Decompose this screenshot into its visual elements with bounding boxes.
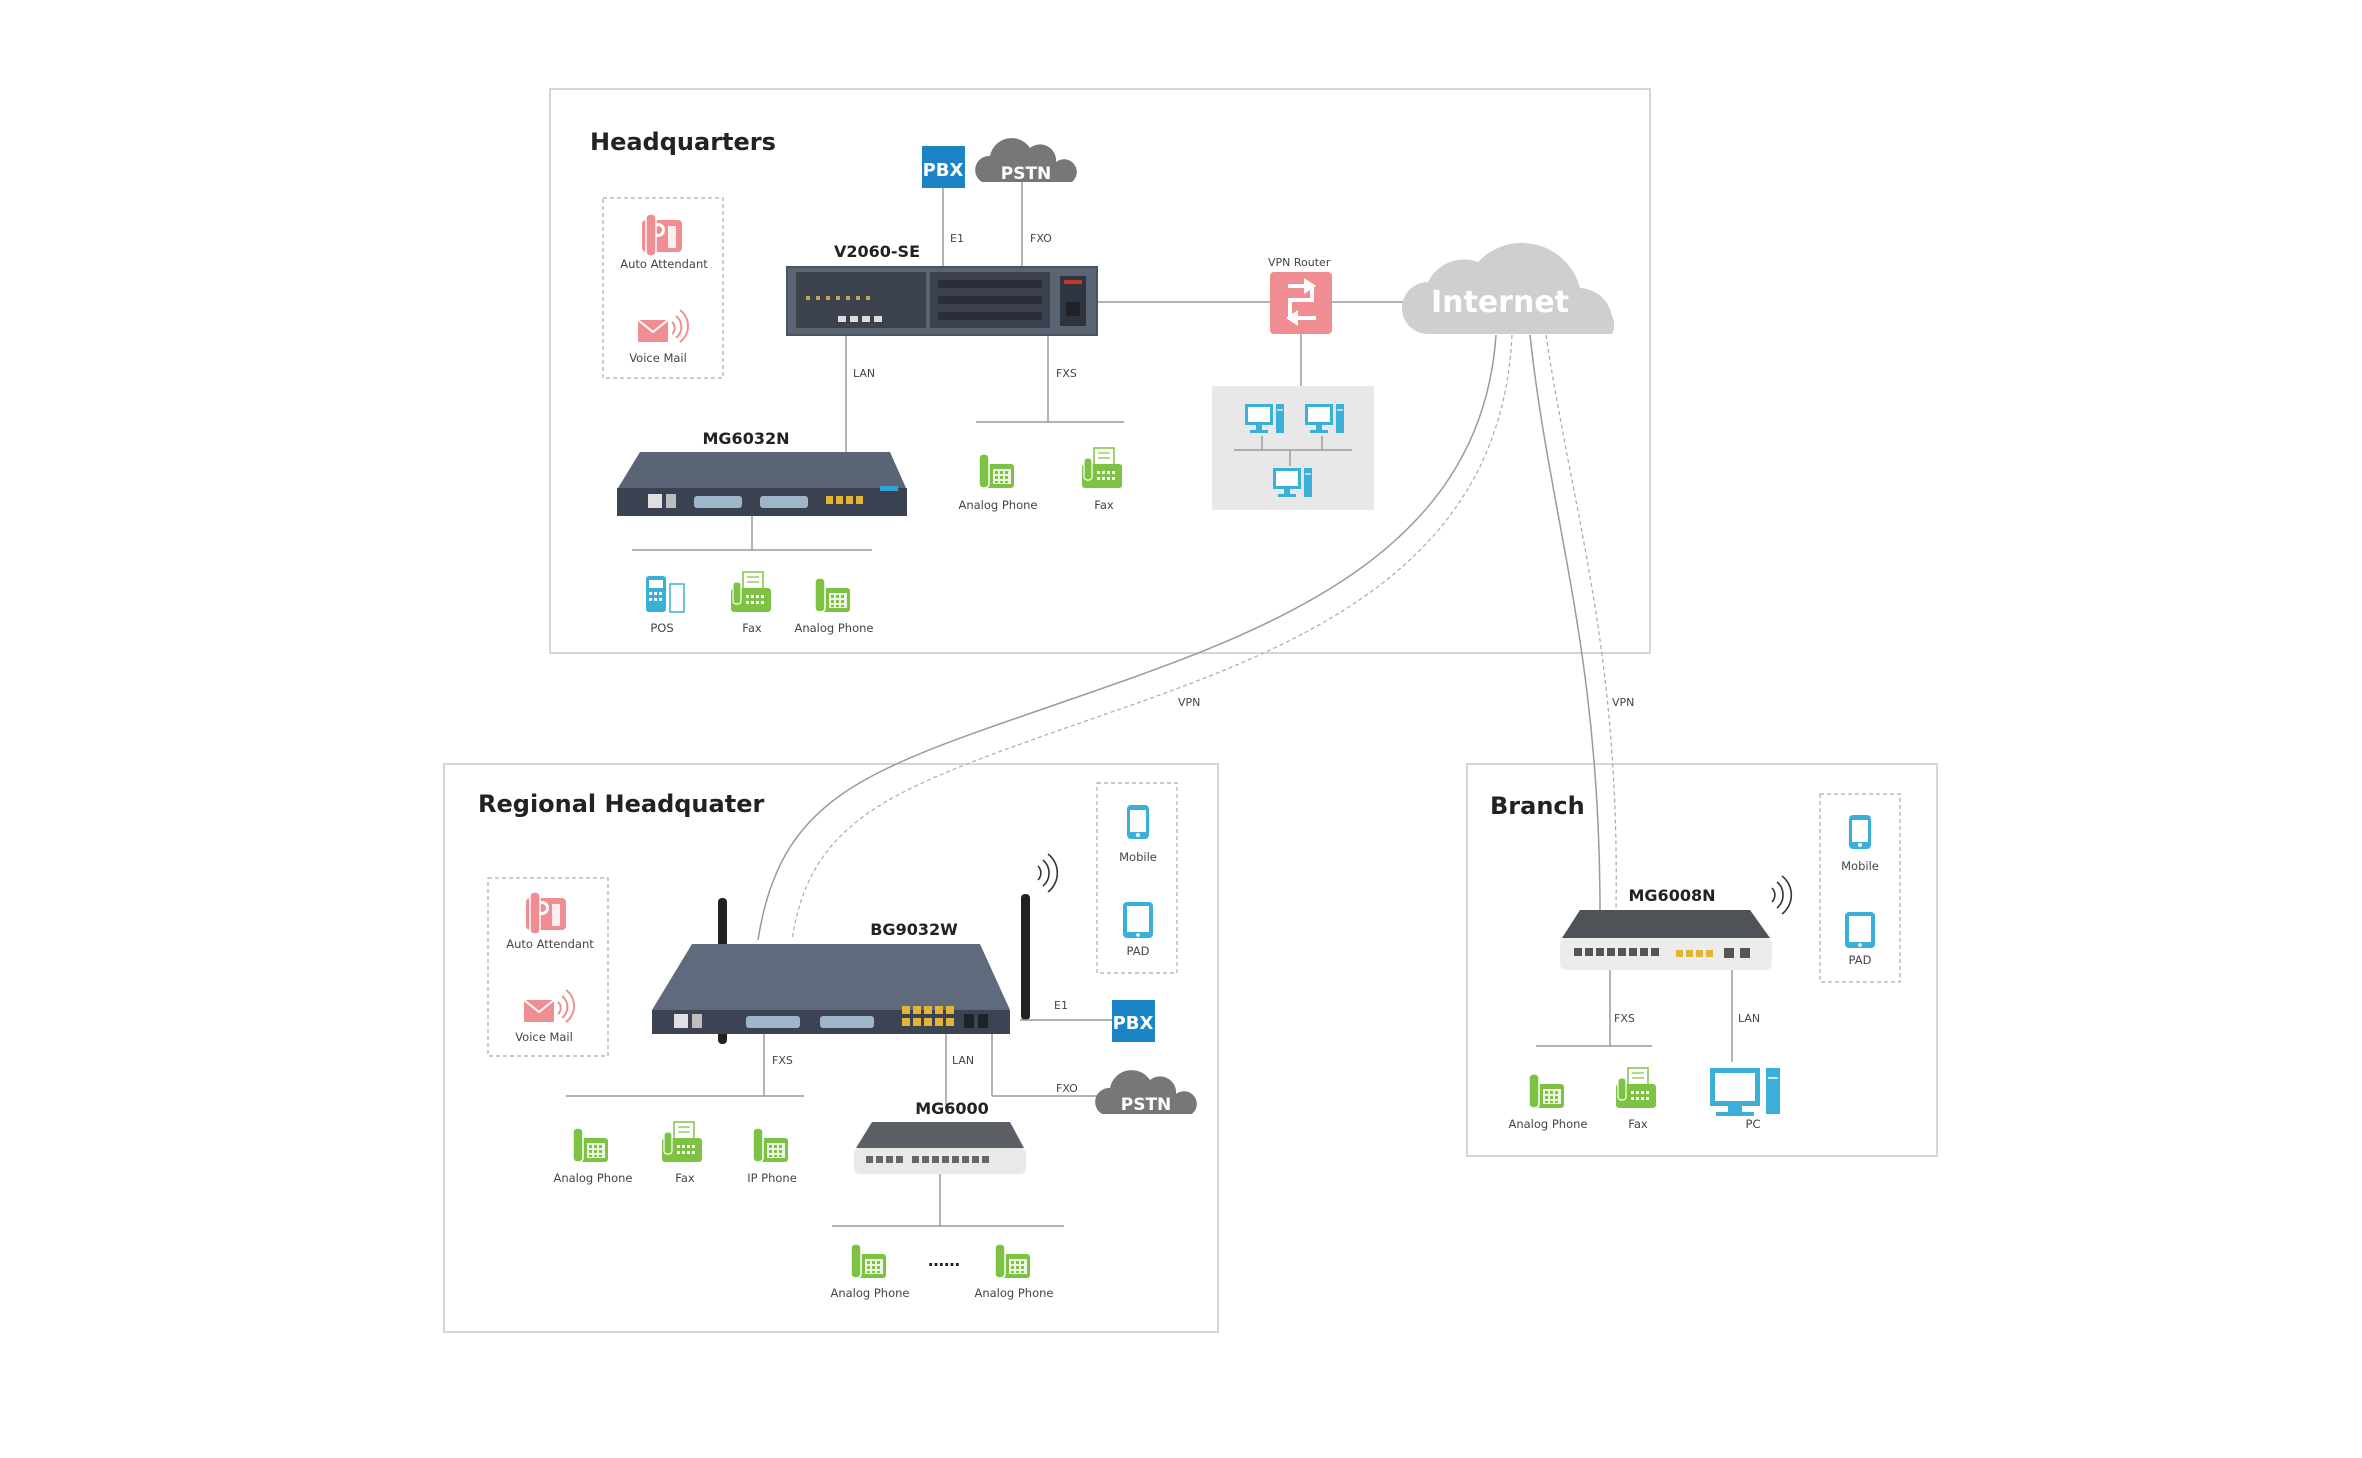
hq-analog-phone2-label: Analog Phone — [794, 621, 873, 635]
mg6000-device — [854, 1122, 1026, 1174]
branch-pc-label: PC — [1746, 1117, 1761, 1131]
pbx-label: PBX — [923, 160, 964, 181]
v2060-se-label: V2060-SE — [834, 242, 920, 261]
hq-analog-phone-icon — [978, 453, 1015, 489]
regional-fax-icon — [661, 1121, 703, 1163]
regional-voice-mail-label: Voice Mail — [515, 1030, 573, 1044]
vpn-label-left: VPN — [1178, 696, 1200, 709]
regional-pad-icon — [1123, 902, 1153, 938]
regional-auto-attendant-icon — [525, 891, 567, 935]
mg6000-label: MG6000 — [915, 1099, 989, 1118]
hq-lan-label: LAN — [853, 367, 875, 380]
hq-fax2-label: Fax — [742, 621, 762, 635]
branch-fax-label: Fax — [1628, 1117, 1648, 1131]
branch-lan-label: LAN — [1738, 1012, 1760, 1025]
headquarters-title: Headquarters — [590, 128, 776, 156]
regional-pbx-label: PBX — [1113, 1013, 1154, 1034]
hq-voice-mail-icon — [637, 309, 689, 343]
branch-title: Branch — [1490, 792, 1585, 820]
regional-analog-phone-label: Analog Phone — [553, 1171, 632, 1185]
branch-analog-phone-label: Analog Phone — [1508, 1117, 1587, 1131]
vpn-router-icon — [1270, 272, 1332, 334]
regional-auto-attendant-label: Auto Attendant — [506, 937, 594, 951]
regional-pad-label: PAD — [1127, 944, 1150, 958]
hq-analog-phone2-icon — [814, 577, 851, 613]
mg6032n-label: MG6032N — [703, 429, 790, 448]
vpn-router-label: VPN Router — [1268, 256, 1331, 269]
regional-wifi-icon — [1037, 853, 1059, 893]
vpn-tunnel-branch — [1545, 334, 1617, 911]
regional-mobile-label: Mobile — [1119, 850, 1157, 864]
pos-icon — [646, 576, 685, 613]
mg6008n-device — [1560, 910, 1772, 970]
pos-label: POS — [650, 621, 673, 635]
internet-cloud-icon — [1402, 242, 1615, 334]
hq-pc-lan-panel — [1212, 386, 1374, 510]
mg6000-analog-phone-b-label: Analog Phone — [974, 1286, 1053, 1300]
hq-analog-phone-label: Analog Phone — [958, 498, 1037, 512]
branch-analog-phone-icon — [1528, 1073, 1565, 1109]
regional-voice-mail-icon — [523, 989, 575, 1023]
branch-fax-icon — [1615, 1067, 1657, 1109]
hq-fax-label: Fax — [1094, 498, 1114, 512]
mg6000-analog-phone-a-label: Analog Phone — [830, 1286, 909, 1300]
regional-frame — [443, 763, 1219, 1333]
branch-pad-icon — [1845, 912, 1875, 948]
mg6008n-label: MG6008N — [1629, 886, 1716, 905]
v2060-se-device — [786, 266, 1098, 336]
branch-wireless-box — [1819, 793, 1901, 983]
regional-mobile-icon — [1127, 805, 1149, 839]
regional-pstn-label: PSTN — [1121, 1095, 1172, 1115]
hq-features-box — [602, 197, 724, 379]
hq-auto-attendant-label: Auto Attendant — [620, 257, 708, 271]
bg9032w-label: BG9032W — [870, 920, 958, 939]
branch-mobile-icon — [1849, 815, 1871, 849]
regional-title: Regional Headquater — [478, 790, 764, 818]
mg6032n-device — [617, 452, 907, 516]
branch-wifi-icon — [1771, 875, 1793, 915]
headquarters-frame — [549, 88, 1651, 654]
hq-fax-icon — [1081, 447, 1123, 489]
regional-fxo-label: FXO — [1056, 1082, 1078, 1095]
regional-fax-label: Fax — [675, 1171, 695, 1185]
internet-label: Internet — [1431, 285, 1569, 320]
hq-fax2-icon — [730, 571, 772, 613]
regional-pbx-icon — [1112, 1000, 1155, 1042]
pstn-label: PSTN — [1001, 164, 1052, 184]
branch-frame — [1466, 763, 1938, 1157]
regional-ip-phone-label: IP Phone — [747, 1171, 797, 1185]
mg6000-ellipsis: …… — [928, 1251, 960, 1270]
branch-mobile-label: Mobile — [1841, 859, 1879, 873]
vpn-label-right: VPN — [1612, 696, 1634, 709]
branch-fxs-label: FXS — [1614, 1012, 1635, 1025]
hq-auto-attendant-icon — [641, 213, 683, 257]
bg9032w-device — [652, 894, 1030, 1044]
pstn-cloud-icon — [975, 138, 1077, 182]
e1-label: E1 — [950, 232, 964, 245]
regional-features-box — [487, 877, 609, 1057]
vpn-tunnel-regional — [791, 334, 1513, 941]
hq-voice-mail-label: Voice Mail — [629, 351, 687, 365]
regional-pstn-cloud-icon — [1095, 1070, 1197, 1114]
regional-wireless-box — [1096, 782, 1178, 974]
regional-e1-label: E1 — [1054, 999, 1068, 1012]
regional-analog-phone-icon — [572, 1127, 609, 1163]
branch-pc-icon — [1710, 1068, 1780, 1116]
fxo-label: FXO — [1030, 232, 1052, 245]
regional-ip-phone-icon — [752, 1127, 789, 1163]
regional-fxs-label: FXS — [772, 1054, 793, 1067]
vpn-link-branch — [1529, 334, 1601, 911]
branch-pad-label: PAD — [1849, 953, 1872, 967]
hq-fxs-label: FXS — [1056, 367, 1077, 380]
mg6000-analog-phone-a-icon — [850, 1243, 887, 1279]
mg6000-analog-phone-b-icon — [994, 1243, 1031, 1279]
pbx-icon — [922, 146, 965, 188]
regional-lan-label: LAN — [952, 1054, 974, 1067]
vpn-link-regional — [757, 334, 1497, 941]
